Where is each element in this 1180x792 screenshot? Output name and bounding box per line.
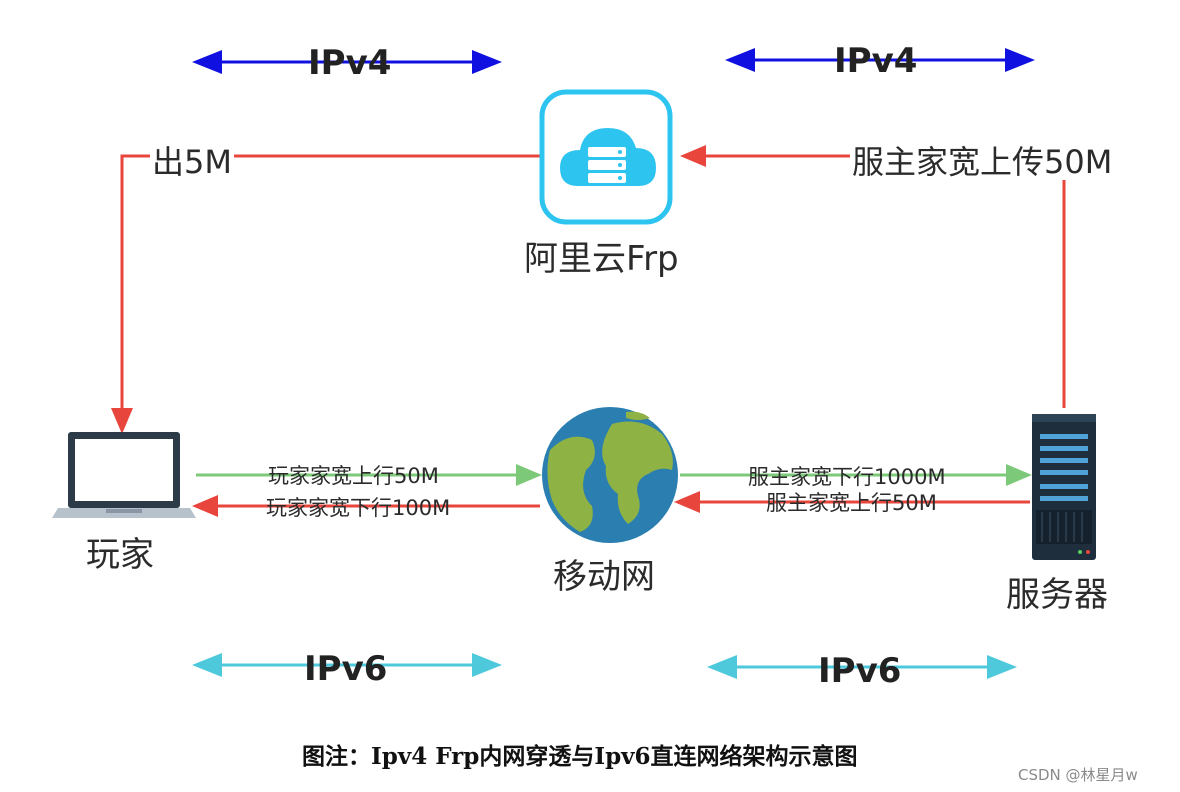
cloud-out-label: 出5M [150,143,234,181]
cloud-to-player-line [111,154,540,434]
server-to-cloud-line [680,145,1066,408]
player-node-label: 玩家 [86,535,154,575]
ipv4-arrow-left [192,50,502,74]
server-down-line [680,464,1032,486]
server-up-label: 服主家宽上行50M [766,491,937,515]
globe-icon [542,407,678,543]
player-up-label: 玩家家宽上行50M [268,464,439,488]
player-up-line [196,464,542,486]
server-upload-label: 服主家宽上传50M [850,143,1115,181]
player-down-label: 玩家家宽下行100M [266,496,451,520]
cloud-node-label: 阿里云Frp [524,239,679,279]
ipv6-arrow-left [192,653,502,677]
server-tower-icon [1032,414,1096,560]
ipv4-label-right: IPv4 [834,41,918,81]
ipv6-arrow-right [707,655,1017,679]
cloud-server-icon [539,89,673,225]
ipv6-label-left: IPv6 [304,649,388,689]
ipv4-label-left: IPv4 [308,43,392,83]
server-node-label: 服务器 [1006,575,1108,615]
mobile-network-node-label: 移动网 [553,557,655,597]
player-down-line [192,495,540,517]
diagram-caption: 图注：Ipv4 Frp内网穿透与Ipv6直连网络架构示意图 [302,743,858,770]
laptop-icon [52,432,196,518]
ipv6-label-right: IPv6 [818,651,902,691]
watermark: CSDN @林星月w [1018,766,1138,784]
server-down-label: 服主家宽下行1000M [748,465,946,489]
server-up-line [674,491,1030,513]
ipv4-arrow-right [725,48,1035,72]
